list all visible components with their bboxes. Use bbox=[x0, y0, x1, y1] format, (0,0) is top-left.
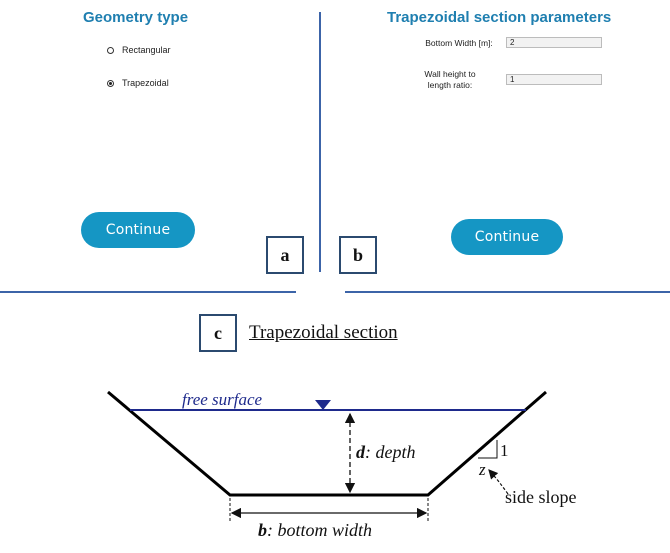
depth-symbol: d bbox=[356, 442, 366, 462]
radio-label-trapezoidal: Trapezoidal bbox=[122, 78, 169, 88]
slope-run-label: z bbox=[478, 460, 486, 479]
bottom-width-label: b: bottom width bbox=[258, 520, 372, 540]
bottom-width-input[interactable]: 2 bbox=[506, 37, 602, 48]
continue-button-b[interactable]: Continue bbox=[451, 219, 563, 255]
depth-label: d: depth bbox=[356, 442, 415, 462]
slope-triangle bbox=[478, 440, 498, 459]
trapezoidal-parameters-title: Trapezoidal section parameters bbox=[387, 9, 612, 26]
wall-ratio-label-line1: Wall height to bbox=[424, 69, 476, 79]
section-caption: Trapezoidal section bbox=[249, 322, 398, 343]
geometry-type-title: Geometry type bbox=[83, 9, 189, 26]
water-level-icon bbox=[315, 400, 331, 410]
slope-rise-label: 1 bbox=[500, 441, 509, 460]
wall-ratio-input[interactable]: 1 bbox=[506, 74, 602, 85]
radio-rectangular[interactable]: Rectangular bbox=[107, 45, 171, 55]
continue-button-a[interactable]: Continue bbox=[81, 212, 195, 248]
side-slope-label: side slope bbox=[505, 487, 577, 507]
bottom-text: : bottom width bbox=[267, 520, 372, 540]
panel-label-b: b bbox=[339, 236, 377, 274]
wall-ratio-label-line2: length ratio: bbox=[427, 80, 473, 90]
bottom-width-label: Bottom Width [m]: bbox=[425, 38, 493, 48]
free-surface-label: free surface bbox=[182, 390, 263, 409]
radio-button-selected[interactable] bbox=[107, 79, 114, 87]
wall-ratio-label: Wall height to length ratio: bbox=[416, 69, 484, 91]
horizontal-divider-left bbox=[0, 291, 296, 293]
horizontal-divider-right bbox=[345, 291, 670, 293]
bottom-symbol: b bbox=[258, 520, 267, 540]
channel-outline bbox=[107, 390, 547, 497]
vertical-divider bbox=[319, 12, 321, 272]
radio-trapezoidal[interactable]: Trapezoidal bbox=[107, 78, 169, 88]
panel-label-c: c bbox=[199, 314, 237, 352]
radio-button-unselected[interactable] bbox=[107, 46, 114, 54]
depth-text: : depth bbox=[365, 442, 415, 462]
radio-label-rectangular: Rectangular bbox=[122, 45, 171, 55]
side-slope-pointer bbox=[488, 469, 509, 495]
panel-label-a: a bbox=[266, 236, 304, 274]
